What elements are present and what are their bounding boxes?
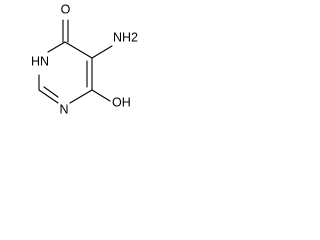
hydroxyl-label: OH [112, 95, 131, 109]
nh-label: HN [31, 54, 49, 68]
bond-n1-c2-double [43, 86, 59, 98]
bond-c4-c5 [64, 41, 93, 59]
nitrogen-label: N [59, 102, 68, 116]
bond-n3-c4 [47, 41, 66, 53]
molecule-diagram: O NH2 HN N OH [31, 2, 138, 116]
bond-n1-c2 [38, 89, 59, 104]
amine-label: NH2 [113, 30, 138, 44]
bond-c6-n1 [69, 89, 93, 104]
oxygen-label: O [61, 2, 71, 16]
bond-c6-o [91, 89, 111, 102]
bond-c5-n [91, 45, 113, 59]
